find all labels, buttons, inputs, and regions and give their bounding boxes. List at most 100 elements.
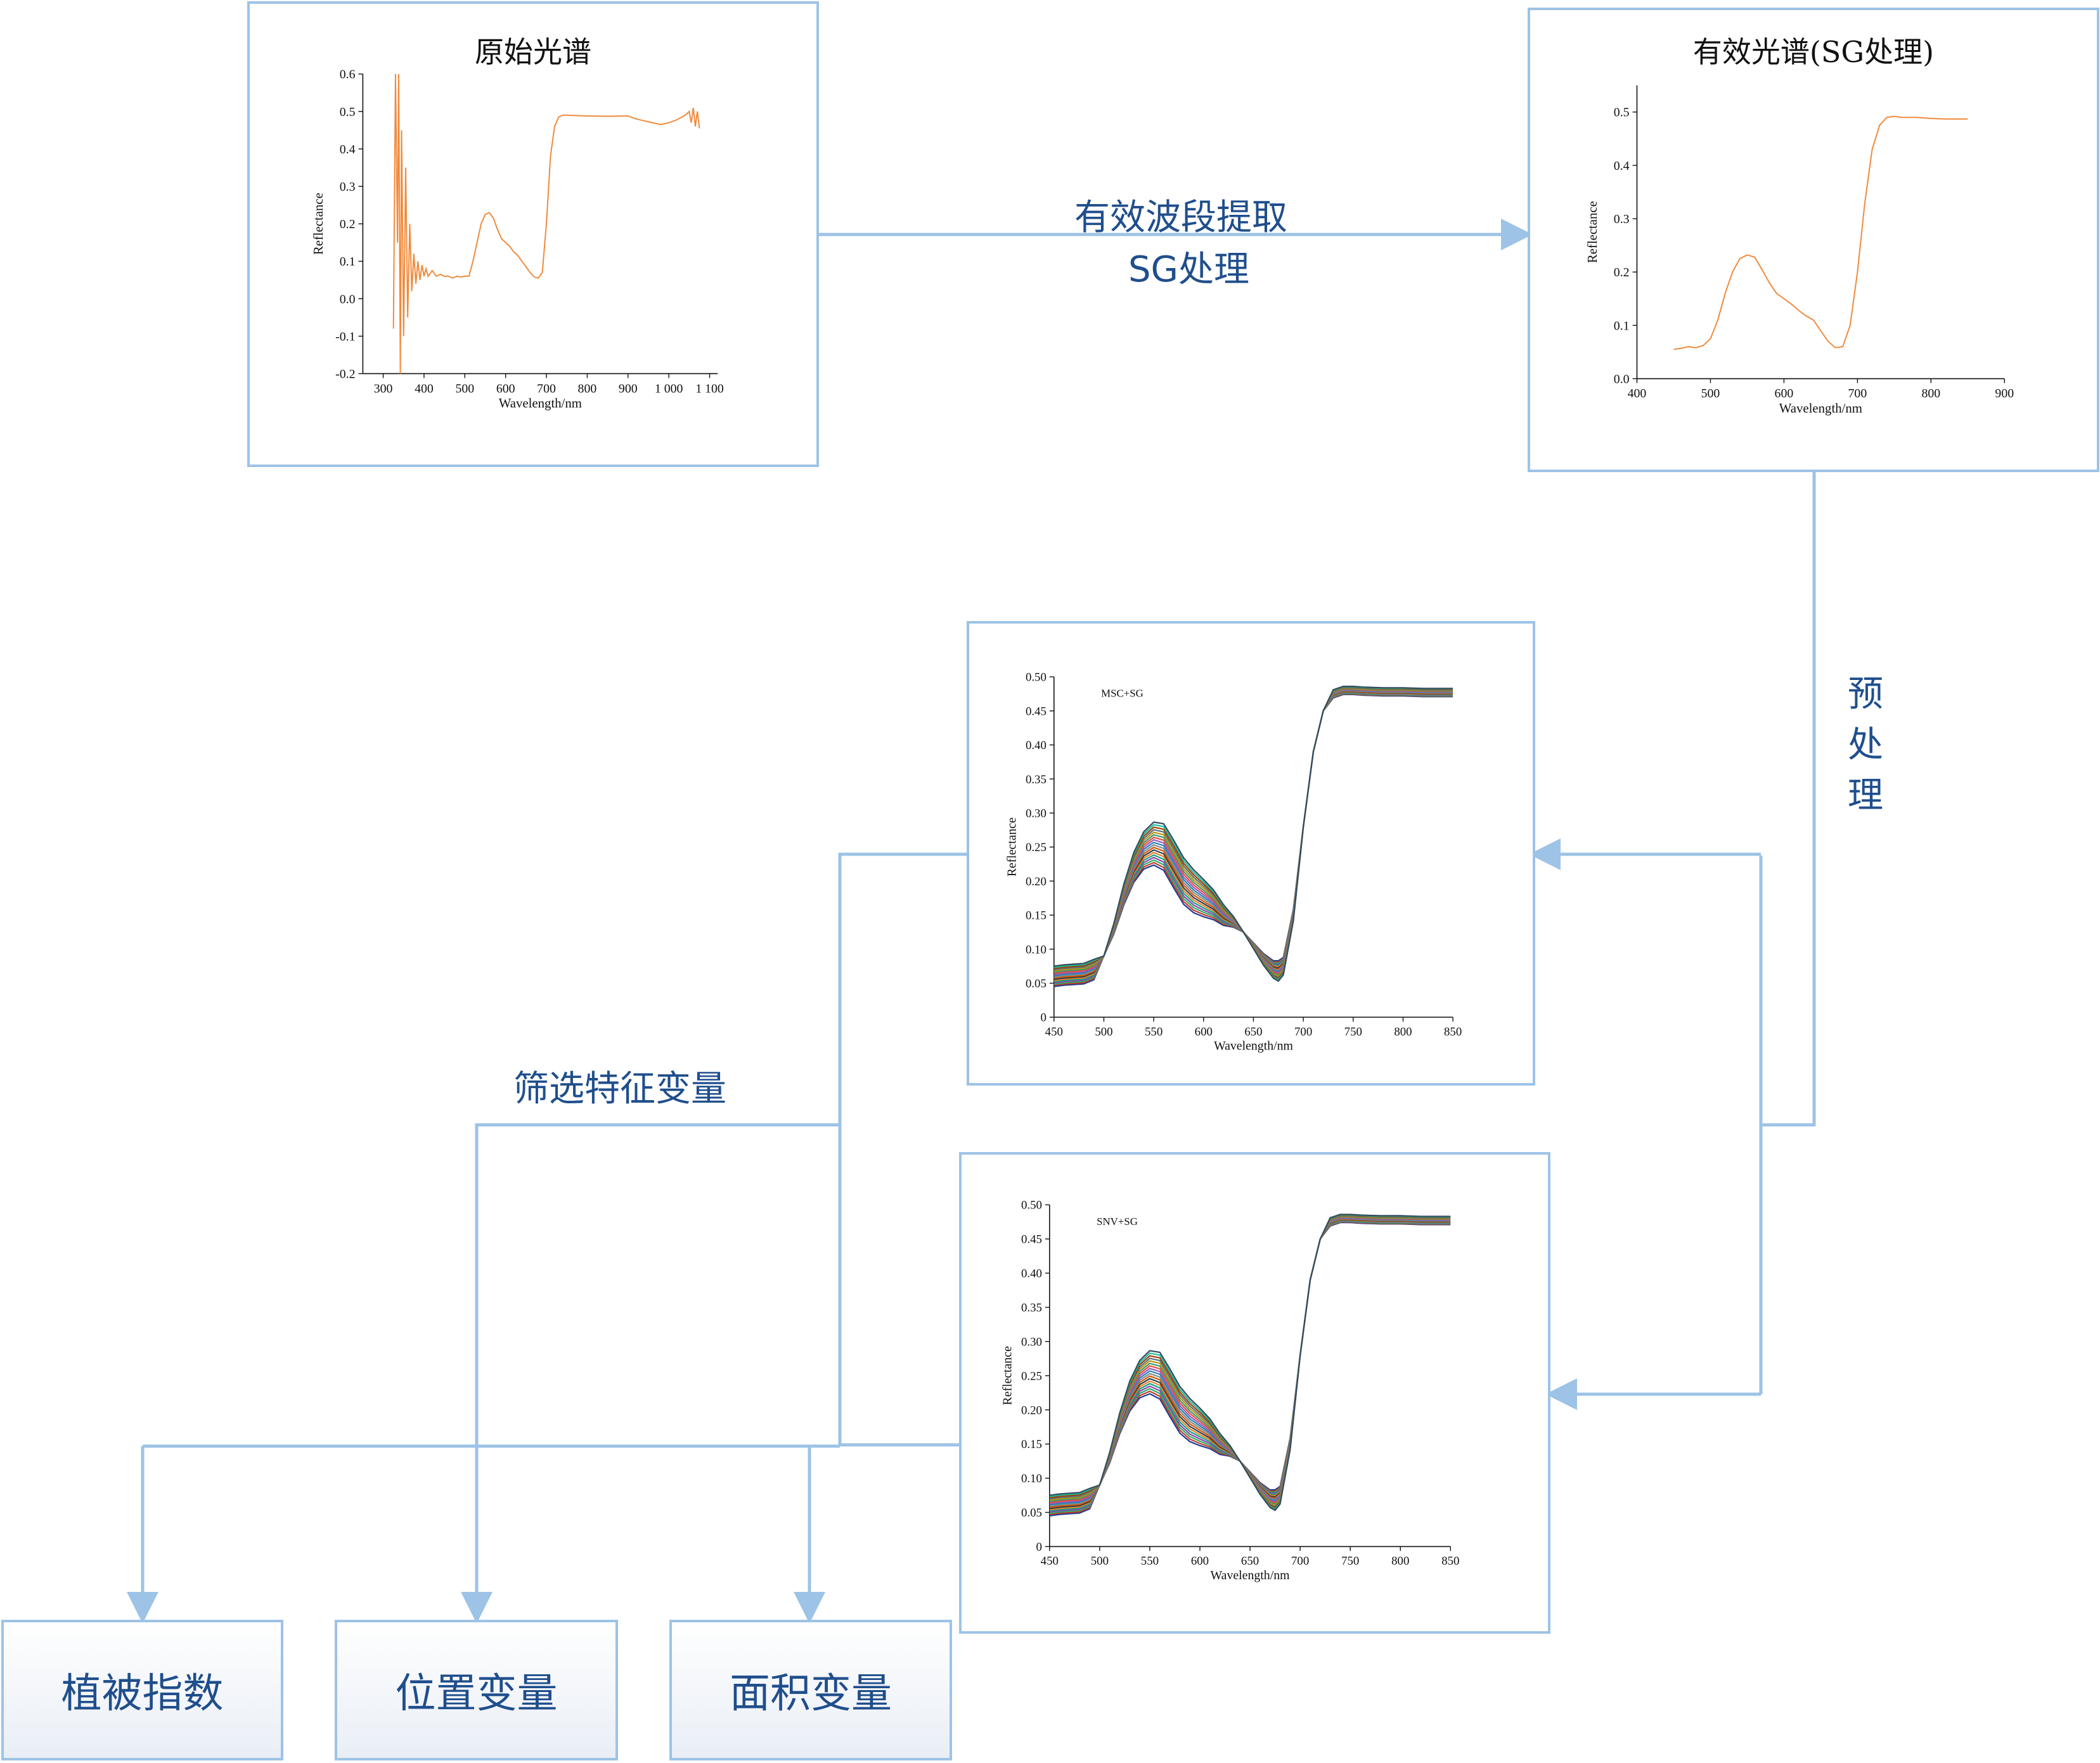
msc-axes: 00.050.100.150.200.250.300.350.400.450.5… (1005, 671, 1462, 1053)
raw-xtick-label: 900 (619, 381, 638, 395)
msc-xtick-label: 800 (1394, 1025, 1412, 1039)
snv-series-line (1049, 1221, 1451, 1516)
panel-title-raw: 原始光谱 (475, 35, 591, 69)
snv-xtick-label: 550 (1141, 1555, 1159, 1568)
raw-ytick-label: 0.0 (340, 292, 356, 306)
msc-xlabel: Wavelength/nm (1214, 1039, 1294, 1053)
snv-xtick-label: 500 (1091, 1555, 1109, 1568)
raw-xlabel: Wavelength/nm (499, 396, 582, 411)
raw-ytick-label: 0.5 (340, 105, 356, 119)
effective-ytick-label: 0.3 (1614, 212, 1630, 226)
msc-series-line (1053, 693, 1453, 986)
raw-ytick-label: 0.6 (340, 68, 356, 82)
effective-xtick-label: 500 (1701, 387, 1720, 401)
label-select-features: 筛选特征变量 (513, 1068, 726, 1110)
snv-ytick-label: 0.10 (1021, 1472, 1042, 1485)
snv-series-line (1049, 1221, 1451, 1515)
msc-series-line (1053, 693, 1453, 985)
msc-series-line (1053, 686, 1453, 982)
raw-xtick-label: 300 (374, 381, 393, 395)
snv-xtick-label: 450 (1041, 1555, 1059, 1568)
msc-xtick-label: 550 (1145, 1025, 1163, 1039)
msc-xtick-label: 750 (1344, 1025, 1362, 1039)
msc-series-line (1053, 691, 1453, 982)
label-extract-line1: 有效波段提取 (1074, 197, 1287, 238)
effective-xtick-label: 800 (1921, 387, 1940, 401)
msc-ytick-label: 0.20 (1026, 875, 1047, 888)
vegetation-index-box: 植被指数 (1, 1620, 283, 1760)
raw-ytick-label: -0.2 (335, 368, 355, 381)
snv-ytick-label: 0.40 (1021, 1267, 1042, 1281)
arrow-to-position (461, 1123, 840, 1624)
msc-series-line (1053, 692, 1453, 984)
msc-xtick-label: 600 (1195, 1025, 1213, 1039)
snv-xlabel: Wavelength/nm (1211, 1568, 1291, 1582)
msc-series-line (1053, 686, 1453, 981)
msc-ytick-label: 0.40 (1026, 739, 1047, 752)
snv-ytick-label: 0 (1036, 1541, 1041, 1554)
snv-series-line (1049, 1220, 1451, 1512)
line-effective-down (1761, 472, 1816, 1127)
label-preprocess-1: 预 (1848, 674, 1883, 715)
snv-series-line (1049, 1219, 1451, 1510)
position-variable-label: 位置变量 (395, 1670, 558, 1717)
snv-series-line (1049, 1214, 1451, 1511)
snv-xtick-label: 700 (1291, 1555, 1309, 1568)
snv-ytick-label: 0.35 (1021, 1302, 1042, 1315)
msc-ytick-label: 0.30 (1026, 807, 1047, 820)
effective-ytick-label: 0.0 (1614, 373, 1630, 387)
raw-ylabel: Reflectance (311, 193, 326, 255)
msc-ytick-label: 0 (1040, 1011, 1046, 1025)
label-preprocess-2: 处 (1848, 724, 1883, 766)
msc-ytick-label: 0.45 (1026, 705, 1047, 718)
effective-xlabel: Wavelength/nm (1779, 401, 1862, 416)
raw-ytick-label: 0.2 (340, 217, 356, 231)
raw-xtick-label: 400 (415, 381, 434, 395)
snv-sg-panel: 0 0.05 0.10 0.15 0.20 0.25 0.30 0.35 0.40 0.45 0.5… (959, 1152, 1550, 1634)
raw-xtick-label: 500 (455, 381, 474, 395)
snv-series-line (1049, 1220, 1451, 1513)
raw-xtick-label: 800 (578, 381, 597, 395)
snv-ytick-label: 0.50 (1021, 1199, 1042, 1212)
snv-ytick-label: 0.45 (1021, 1233, 1042, 1247)
msc-ylabel: Reflectance (1005, 817, 1019, 877)
effective-xtick-label: 700 (1848, 387, 1867, 401)
snv-ytick-label: 0.20 (1021, 1404, 1042, 1417)
raw-ytick-label: 0.4 (340, 143, 356, 157)
label-extract-line2: SG处理 (1128, 249, 1249, 290)
effective-xtick-label: 600 (1775, 387, 1794, 401)
effective-series-line (1673, 115, 1968, 350)
msc-xtick-label: 700 (1294, 1025, 1312, 1039)
msc-xtick-label: 650 (1244, 1025, 1262, 1039)
snv-ytick-label: 0.25 (1021, 1369, 1042, 1383)
snv-ytick-label: 0.30 (1021, 1335, 1042, 1349)
effective-ytick-label: 0.2 (1614, 266, 1630, 279)
msc-ytick-label: 0.10 (1026, 943, 1047, 956)
panel-title-effective: 有效光谱(SG处理) (1692, 35, 1935, 69)
area-variable-box: 面积变量 (669, 1620, 952, 1760)
effective-ylabel: Reflectance (1585, 201, 1600, 263)
raw-xtick-label: 1 100 (695, 381, 724, 395)
raw-ytick-label: -0.1 (335, 330, 355, 343)
effective-xtick-label: 400 (1628, 387, 1647, 401)
snv-ytick-label: 0.05 (1021, 1506, 1042, 1520)
snv-xtick-label: 800 (1391, 1555, 1409, 1568)
snv-xtick-label: 600 (1191, 1555, 1209, 1568)
snv-series-line (1049, 1219, 1451, 1511)
snv-sg-chart: 0 0.05 0.10 0.15 0.20 0.25 0.30 0.35 0.40 0.45 0.5… (1001, 1199, 1460, 1582)
snv-xtick-label: 850 (1441, 1555, 1459, 1568)
msc-annotation: MSC+SG (1101, 688, 1143, 700)
snv-annotation: SNV+SG (1097, 1215, 1138, 1228)
snv-ytick-label: 0.15 (1021, 1438, 1042, 1451)
msc-xtick-label: 450 (1045, 1025, 1063, 1039)
snv-xtick-label: 750 (1341, 1555, 1359, 1568)
snv-series-line (1049, 1214, 1451, 1510)
